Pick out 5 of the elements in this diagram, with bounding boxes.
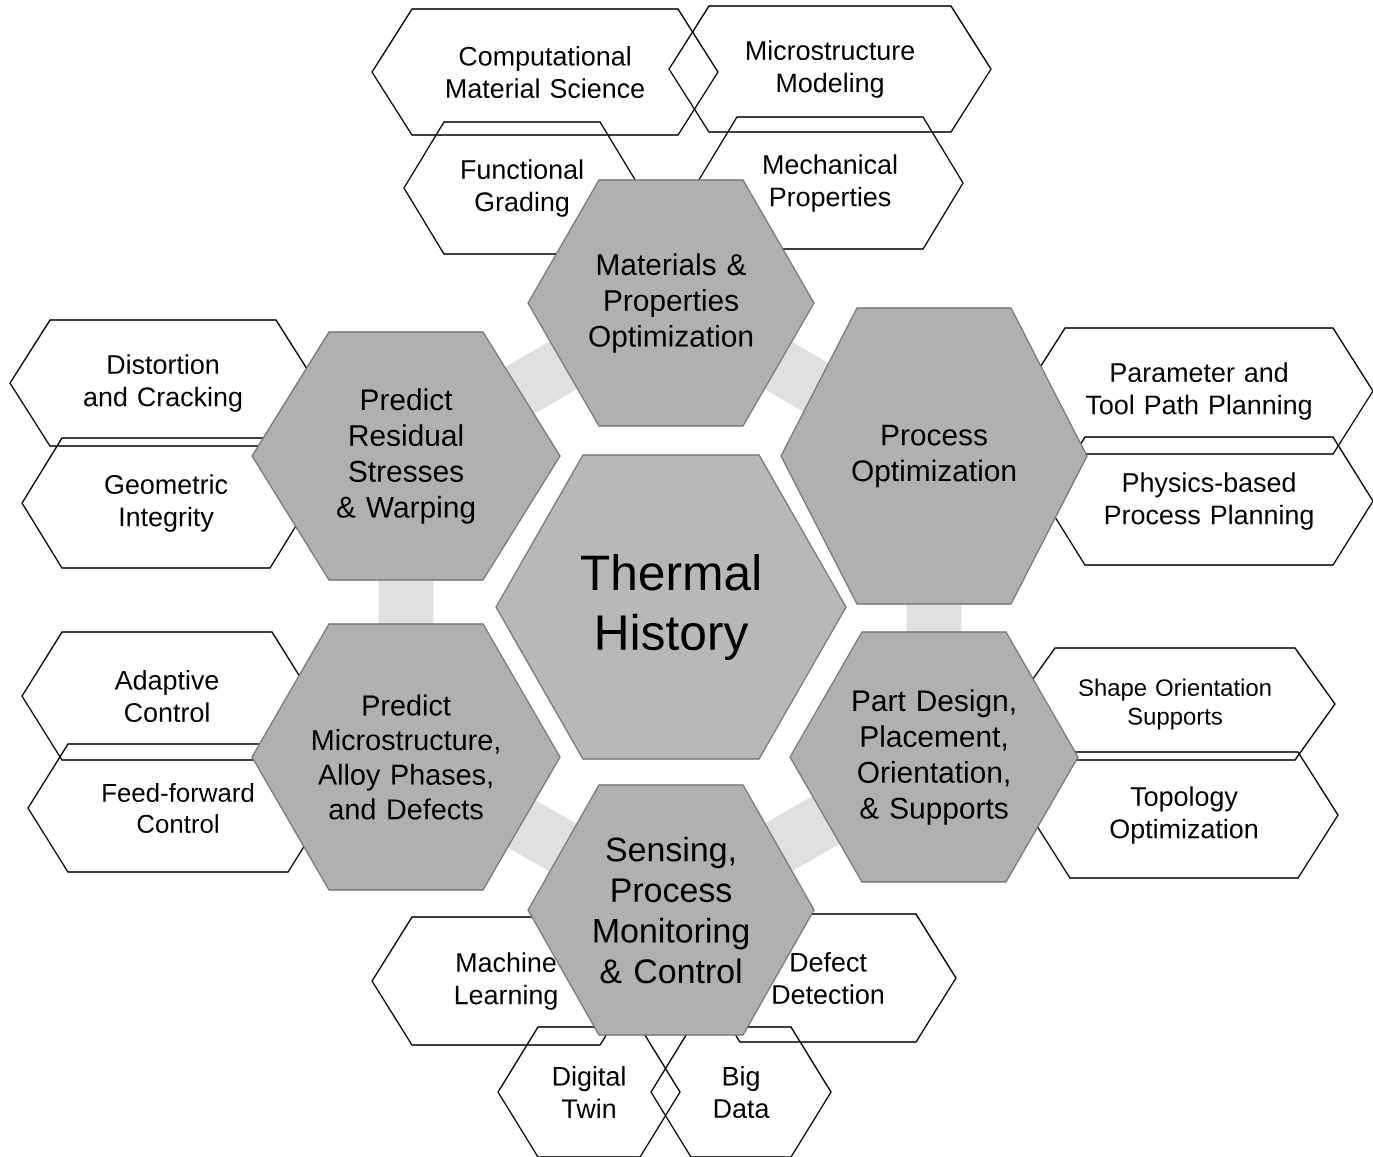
topic-hexagon: Computational Material Science — [371, 8, 719, 136]
category-hexagon: Predict Residual Stresses & Warping — [251, 331, 561, 581]
topic-hexagon: Digital Twin — [497, 1026, 681, 1157]
topic-hexagon: Microstructure Modeling — [668, 5, 992, 133]
category-hexagon: Part Design, Placement, Orientation, & Supports — [789, 631, 1079, 883]
